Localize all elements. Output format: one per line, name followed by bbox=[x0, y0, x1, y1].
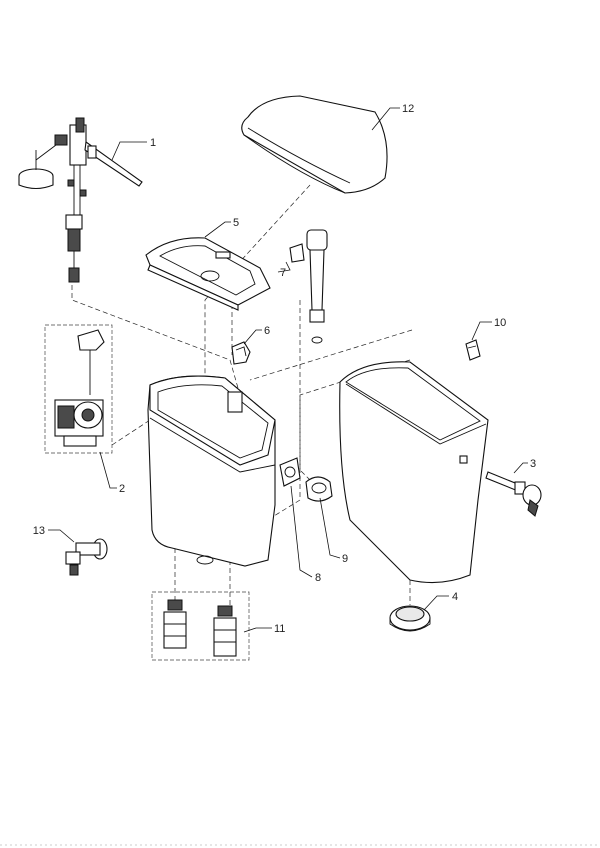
callout-4: 4 bbox=[452, 591, 458, 603]
callout-labels: 1 2 3 4 5 6 7 8 9 10 11 12 13 bbox=[33, 103, 536, 635]
callout-11: 11 bbox=[274, 623, 285, 635]
callout-7: 7 bbox=[280, 267, 286, 279]
small-clip-part bbox=[465, 339, 481, 361]
tank-seal-part bbox=[389, 605, 431, 632]
callout-13: 13 bbox=[33, 525, 45, 537]
clip-part bbox=[231, 341, 251, 365]
flush-valve-part bbox=[44, 324, 113, 454]
cover-lid-part bbox=[241, 95, 388, 194]
callout-1: 1 bbox=[150, 137, 156, 149]
callout-10: 10 bbox=[494, 317, 506, 329]
callout-12: 12 bbox=[402, 103, 414, 115]
inner-lid-part bbox=[145, 237, 271, 311]
outer-tank-part bbox=[339, 361, 489, 584]
callout-8: 8 bbox=[315, 572, 321, 584]
mounting-feet-part bbox=[151, 591, 250, 661]
angle-valve-part bbox=[65, 538, 108, 576]
leader-lines bbox=[48, 107, 528, 633]
overflow-tube-part bbox=[289, 229, 328, 344]
callout-2: 2 bbox=[119, 483, 125, 495]
push-button-part bbox=[485, 471, 542, 517]
callout-9: 9 bbox=[342, 553, 348, 565]
callout-5: 5 bbox=[233, 217, 239, 229]
fill-valve-part bbox=[18, 117, 143, 283]
inner-cistern-part bbox=[147, 375, 276, 567]
inlet-gasket-part bbox=[279, 457, 301, 487]
inlet-plate-part bbox=[305, 476, 333, 502]
callout-3: 3 bbox=[530, 458, 536, 470]
callout-6: 6 bbox=[264, 325, 270, 337]
